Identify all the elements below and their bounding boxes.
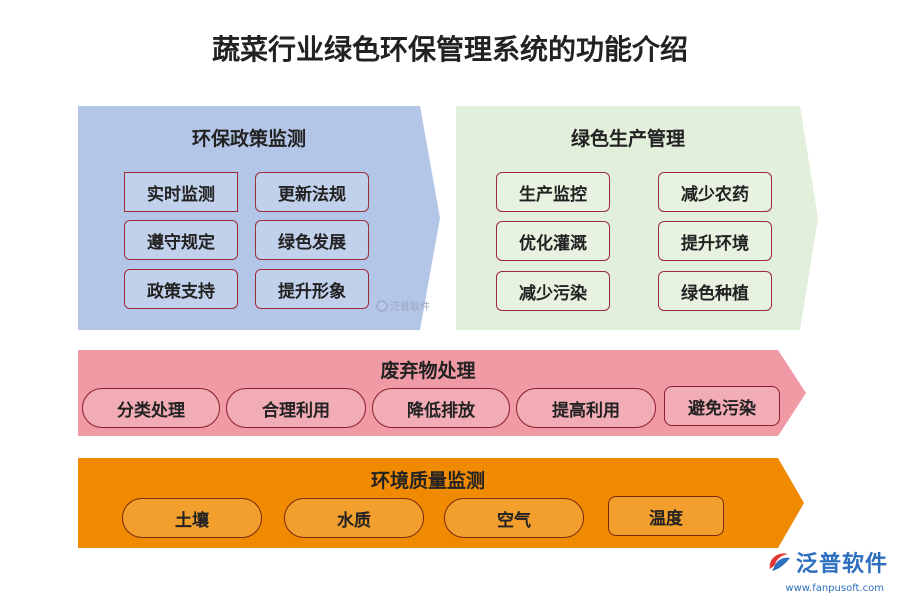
green-item-irrigation[interactable]: 优化灌溉	[496, 221, 610, 261]
policy-item-green-dev[interactable]: 绿色发展	[255, 220, 369, 260]
green-item-planting[interactable]: 绿色种植	[658, 271, 772, 311]
policy-panel: 环保政策监测 实时监测 更新法规 遵守规定 绿色发展 政策支持 提升形象 泛普软…	[78, 106, 440, 330]
logo-text: 泛普软件	[795, 552, 888, 577]
env-panel-title: 环境质量监测	[370, 470, 485, 492]
policy-panel-title: 环保政策监测	[191, 128, 306, 150]
logo-url: www.fanpusoft.com	[785, 583, 884, 594]
waste-item-improve-use[interactable]: 提高利用	[516, 388, 656, 428]
watermark-text: 泛普软件	[390, 302, 430, 313]
waste-item-avoid-pollution[interactable]: 避免污染	[664, 386, 780, 426]
green-item-monitor[interactable]: 生产监控	[496, 172, 610, 212]
policy-item-update-rules[interactable]: 更新法规	[255, 172, 369, 212]
env-panel: 环境质量监测 土壤 水质 空气 温度	[78, 458, 804, 548]
green-panel-title: 绿色生产管理	[570, 128, 685, 150]
policy-item-comply[interactable]: 遵守规定	[124, 220, 238, 260]
green-panel-arrow-bg	[456, 106, 818, 330]
policy-panel-arrow-bg	[78, 106, 440, 330]
waste-panel: 废弃物处理 分类处理 合理利用 降低排放 提高利用 避免污染	[78, 350, 806, 436]
policy-item-image[interactable]: 提升形象	[255, 269, 369, 309]
env-item-water[interactable]: 水质	[284, 498, 424, 538]
green-item-reduce-pollution[interactable]: 减少污染	[496, 271, 610, 311]
waste-panel-title: 废弃物处理	[380, 360, 476, 382]
waste-panel-arrow-bg	[78, 350, 806, 436]
fanpu-logo-icon	[769, 553, 790, 571]
green-item-environment[interactable]: 提升环境	[658, 221, 772, 261]
env-item-soil[interactable]: 土壤	[122, 498, 262, 538]
page-title: 蔬菜行业绿色环保管理系统的功能介绍	[211, 33, 688, 66]
watermark-icon	[376, 299, 388, 312]
green-item-reduce-pesticide[interactable]: 减少农药	[658, 172, 772, 212]
watermark: 泛普软件	[376, 298, 430, 313]
green-panel: 绿色生产管理 生产监控 减少农药 优化灌溉 提升环境 减少污染 绿色种植	[456, 106, 818, 330]
waste-item-reuse[interactable]: 合理利用	[226, 388, 366, 428]
waste-item-reduce-emission[interactable]: 降低排放	[372, 388, 510, 428]
waste-item-classify[interactable]: 分类处理	[82, 388, 220, 428]
brand-logo: 泛普软件	[766, 546, 888, 578]
policy-item-support[interactable]: 政策支持	[124, 269, 238, 309]
env-item-air[interactable]: 空气	[444, 498, 584, 538]
policy-item-realtime[interactable]: 实时监测	[124, 172, 238, 212]
env-item-temperature[interactable]: 温度	[608, 496, 724, 536]
